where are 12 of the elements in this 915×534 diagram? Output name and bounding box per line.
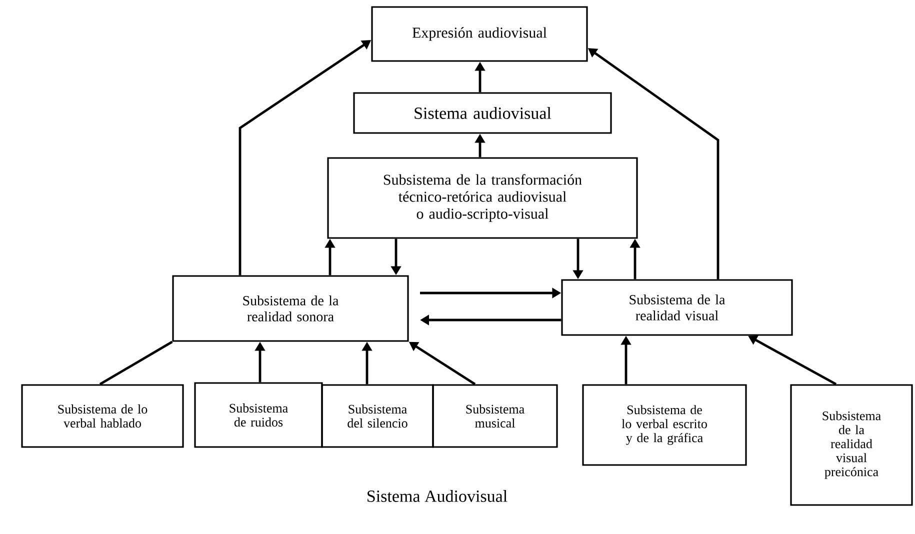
caption: Sistema Audiovisual [368, 490, 508, 502]
system-box: Subsistema de la transformación técnico-retórica audiovisual o audio-scripto-visual [327, 157, 638, 239]
system-box: Sistema audiovisual [353, 92, 612, 134]
system-box: Subsistema de lo verbal hablado [21, 384, 184, 448]
system-box: Subsistema de ruidos [194, 382, 323, 448]
system-box: Subsistema del silencio [321, 384, 434, 448]
system-box: Subsistema de la realidad visual [561, 279, 793, 336]
system-box: Expresión audiovisual [371, 6, 588, 62]
system-box: Subsistema de la realidad visual preicónica [790, 384, 913, 506]
system-box: Subsistema de lo verbal escrito y de la gráfica [582, 384, 747, 466]
system-box: Subsistema de la realidad sonora [172, 275, 409, 342]
system-box: Subsistema musical [432, 384, 558, 448]
